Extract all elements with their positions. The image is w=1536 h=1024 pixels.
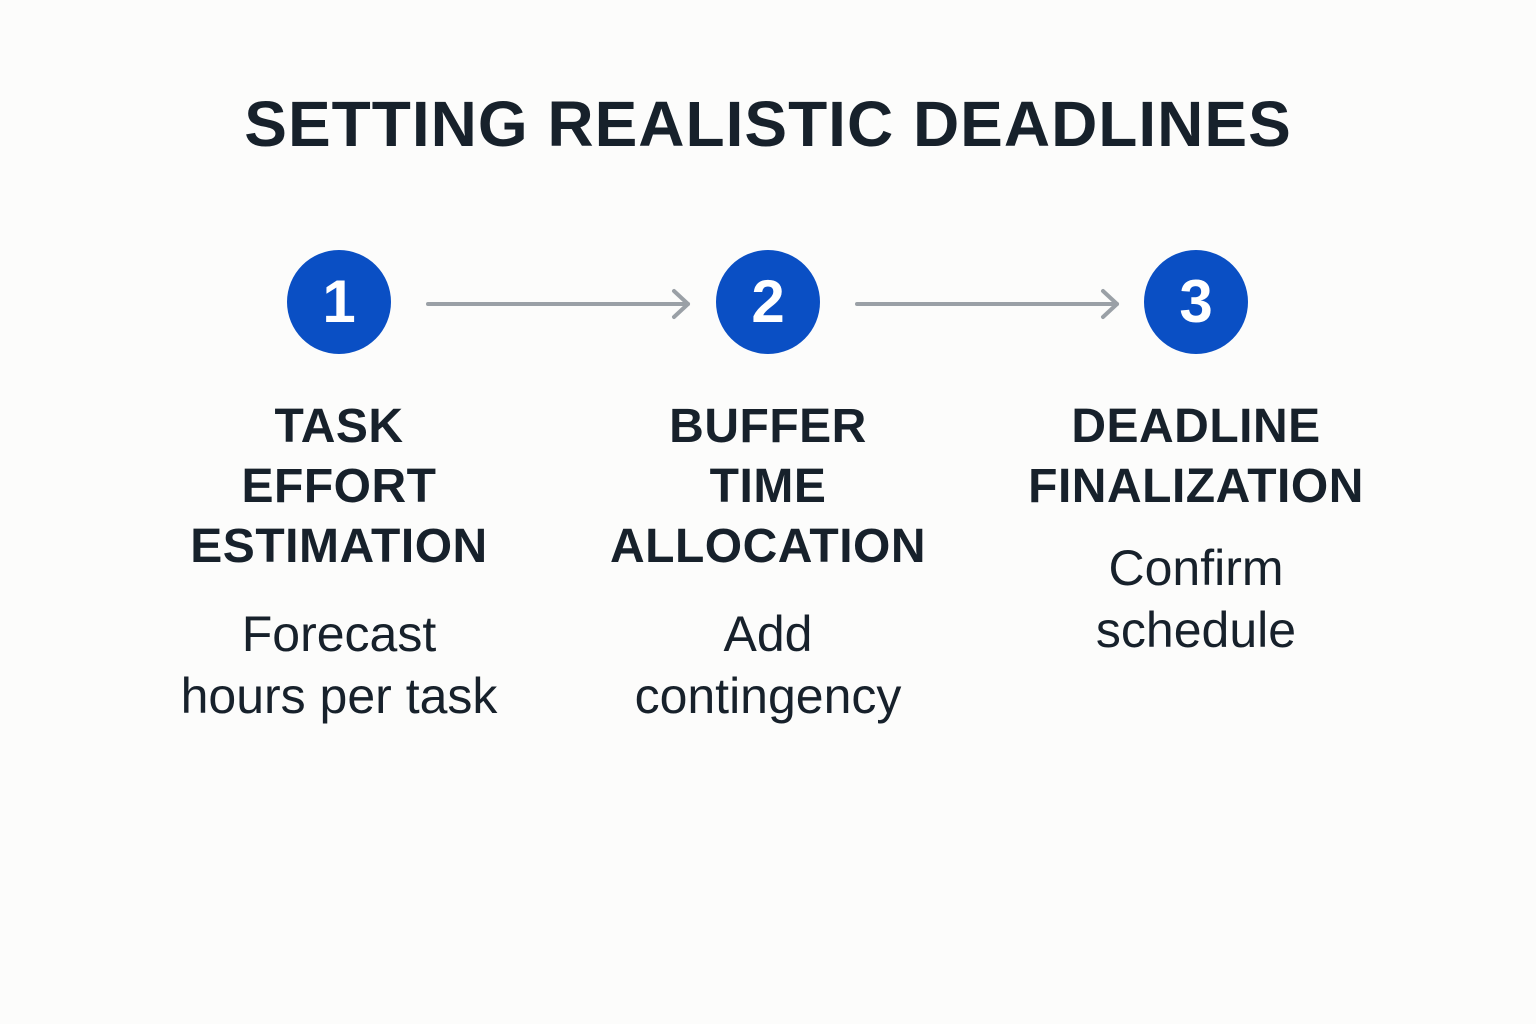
step-description-line: Forecast <box>241 606 437 662</box>
step-1: 1 TASK EFFORT ESTIMATION Forecast hours … <box>139 250 539 727</box>
step-description: Forecast hours per task <box>139 603 539 727</box>
step-title-line: TIME <box>709 460 827 513</box>
step-description-line: hours per task <box>180 668 498 724</box>
step-title-line: FINALIZATION <box>1028 460 1364 513</box>
step-description: Confirm schedule <box>996 537 1396 661</box>
step-title-line: ALLOCATION <box>609 520 927 573</box>
step-2: 2 BUFFER TIME ALLOCATION Add contingency <box>568 250 968 727</box>
step-description: Add contingency <box>568 603 968 727</box>
step-description-line: Confirm <box>1108 540 1284 596</box>
step-number-badge: 1 <box>287 250 391 354</box>
step-3: 3 DEADLINE FINALIZATION Confirm schedule <box>996 250 1396 661</box>
step-title-line: BUFFER <box>669 400 867 453</box>
step-title-line: EFFORT <box>241 460 437 513</box>
step-title-line: DEADLINE <box>1071 400 1321 453</box>
step-title-line: ESTIMATION <box>190 520 488 573</box>
step-description-line: Add <box>723 606 813 662</box>
step-title-line: TASK <box>274 400 404 453</box>
step-title: BUFFER TIME ALLOCATION <box>568 397 968 577</box>
diagram-title: SETTING REALISTIC DEADLINES <box>244 88 1292 160</box>
step-title: DEADLINE FINALIZATION <box>996 397 1396 517</box>
arrow-right-icon <box>855 289 1119 319</box>
step-number-badge: 3 <box>1144 250 1248 354</box>
arrow-right-icon <box>426 289 690 319</box>
step-title: TASK EFFORT ESTIMATION <box>139 397 539 577</box>
step-description-line: schedule <box>1095 602 1297 658</box>
step-number-badge: 2 <box>716 250 820 354</box>
step-description-line: contingency <box>634 668 902 724</box>
